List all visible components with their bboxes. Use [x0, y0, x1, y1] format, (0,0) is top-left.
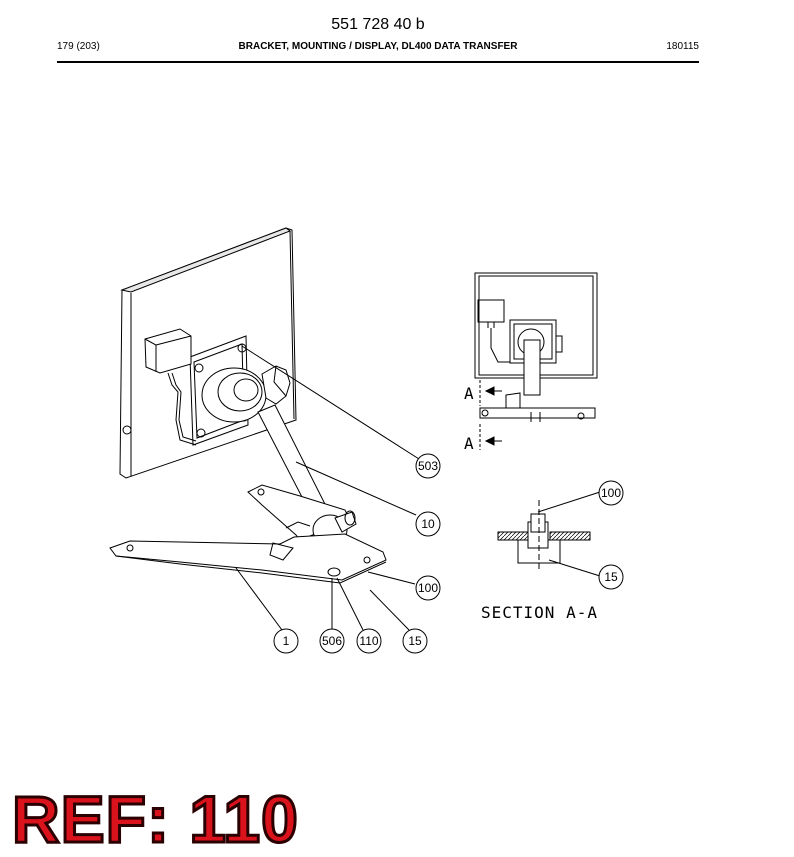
display-assembly	[109, 227, 387, 584]
callout-1: 1	[273, 628, 299, 654]
page-number: 179 (203)	[57, 41, 100, 52]
callout-10-label: 10	[421, 517, 435, 531]
callout-15-section: 15	[598, 564, 624, 590]
document-date: 180115	[666, 41, 699, 52]
header-row: 179 (203) BRACKET, MOUNTING / DISPLAY, D…	[57, 41, 699, 55]
reference-stamp: REF: 110	[11, 782, 300, 856]
callout-15-section-label: 15	[604, 570, 618, 584]
callout-503-label: 503	[418, 459, 438, 473]
section-a-a-detail	[497, 491, 601, 577]
callout-503: 503	[415, 453, 441, 479]
callout-15-main: 15	[402, 628, 428, 654]
callout-110-label: 110	[359, 634, 378, 648]
callout-100-main: 100	[415, 575, 441, 601]
section-marker-top: A	[464, 384, 475, 403]
callout-1-label: 1	[283, 634, 290, 648]
document-number: 551 728 40 b	[331, 16, 425, 33]
front-view	[474, 272, 598, 422]
callout-100-main-label: 100	[418, 581, 438, 595]
section-markers: A A	[464, 380, 502, 453]
section-marker-bottom: A	[464, 434, 475, 453]
header-divider	[57, 61, 699, 63]
callout-100-section-label: 100	[601, 486, 621, 500]
callout-506-label: 506	[322, 634, 342, 648]
callout-100-section: 100	[598, 480, 624, 506]
section-label: SECTION A-A	[481, 603, 598, 622]
leader-lines	[235, 345, 420, 631]
callout-10: 10	[415, 511, 441, 537]
callout-506: 506	[319, 628, 345, 654]
callout-110: 110	[356, 628, 382, 654]
callout-15-main-label: 15	[408, 634, 422, 648]
page-title: BRACKET, MOUNTING / DISPLAY, DL400 DATA …	[238, 41, 518, 52]
